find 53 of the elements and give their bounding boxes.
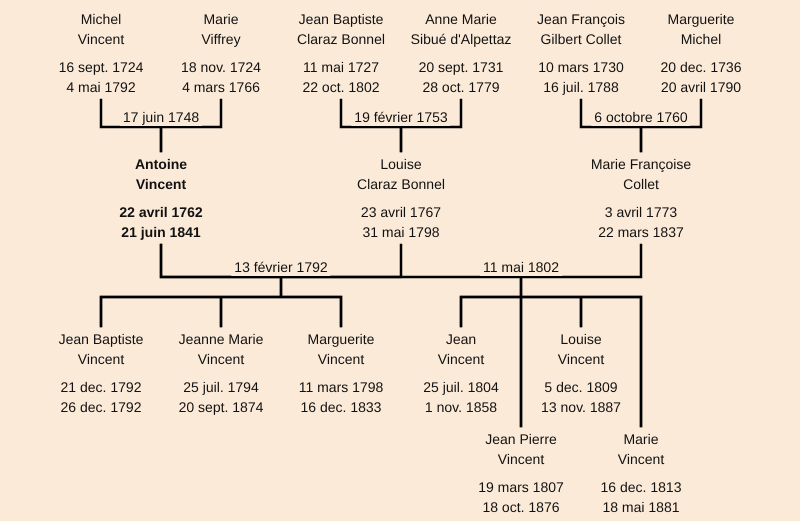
life-date: 19 mars 1807 <box>478 478 564 497</box>
life-date: 16 sept. 1724 <box>58 58 144 77</box>
life-date: 4 mai 1792 <box>65 78 137 97</box>
life-date: 21 dec. 1792 <box>60 378 142 397</box>
life-date: 11 mars 1798 <box>298 378 384 397</box>
person-name: Anne Marie Sibué d'Alpettaz <box>410 10 512 49</box>
person-name: Marie Vincent <box>616 430 666 469</box>
life-date: 11 mai 1727 <box>302 58 380 77</box>
life-date: 21 juin 1841 <box>120 223 202 242</box>
life-date: 16 juil. 1788 <box>542 78 620 97</box>
life-date: 23 avril 1767 <box>360 203 442 222</box>
family-line <box>100 244 402 328</box>
family-line <box>400 98 462 152</box>
life-date: 22 mars 1837 <box>597 223 685 242</box>
person-name: Jean François Gilbert Collet <box>537 10 625 49</box>
life-date: 25 juil. 1804 <box>423 378 499 397</box>
life-date: 13 nov. 1887 <box>541 398 621 417</box>
person-name: Jean Baptiste Vincent <box>58 330 144 369</box>
person-name: Louise Claraz Bonnel <box>357 155 445 194</box>
family-line <box>460 244 642 428</box>
person-name: Jean Vincent <box>436 330 486 369</box>
life-date: 20 dec. 1736 <box>660 58 742 77</box>
person-name: Antoine Vincent <box>134 155 188 194</box>
life-date: 4 mars 1766 <box>181 78 261 97</box>
person-name: Jean Baptiste Claraz Bonnel <box>297 10 385 49</box>
person-name: Jean Pierre Vincent <box>484 430 558 469</box>
life-date: 10 mars 1730 <box>537 58 625 77</box>
life-date: 22 oct. 1802 <box>301 78 381 97</box>
life-date: 1 nov. 1858 <box>424 398 498 417</box>
life-date: 18 nov. 1724 <box>181 58 261 77</box>
life-date: 26 dec. 1792 <box>60 398 142 417</box>
life-date: 25 juil. 1794 <box>182 378 260 397</box>
person-name: Marie Françoise Collet <box>590 155 692 194</box>
life-date: 18 mai 1881 <box>601 498 681 517</box>
person-name: Marie Viffrey <box>200 10 242 49</box>
life-date: 3 avril 1773 <box>604 203 678 222</box>
life-date: 28 oct. 1779 <box>421 78 501 97</box>
person-name: Jeanne Marie Vincent <box>178 330 264 369</box>
person-name: Louise Vincent <box>556 330 606 369</box>
life-date: 31 mai 1798 <box>361 223 441 242</box>
life-date: 5 dec. 1809 <box>543 378 619 397</box>
life-date: 20 sept. 1731 <box>418 58 504 77</box>
person-name: Marguerite Vincent <box>306 330 376 369</box>
life-date: 18 oct. 1876 <box>481 498 561 517</box>
life-date: 16 dec. 1833 <box>300 398 382 417</box>
person-name: Michel Vincent <box>76 10 126 49</box>
life-date: 22 avril 1762 <box>119 203 203 222</box>
life-date: 20 avril 1790 <box>660 78 742 97</box>
family-line <box>640 98 702 152</box>
life-date: 20 sept. 1874 <box>178 398 264 417</box>
family-line <box>160 98 222 152</box>
life-date: 16 dec. 1813 <box>600 478 682 497</box>
person-name: Marguerite Michel <box>666 10 736 49</box>
